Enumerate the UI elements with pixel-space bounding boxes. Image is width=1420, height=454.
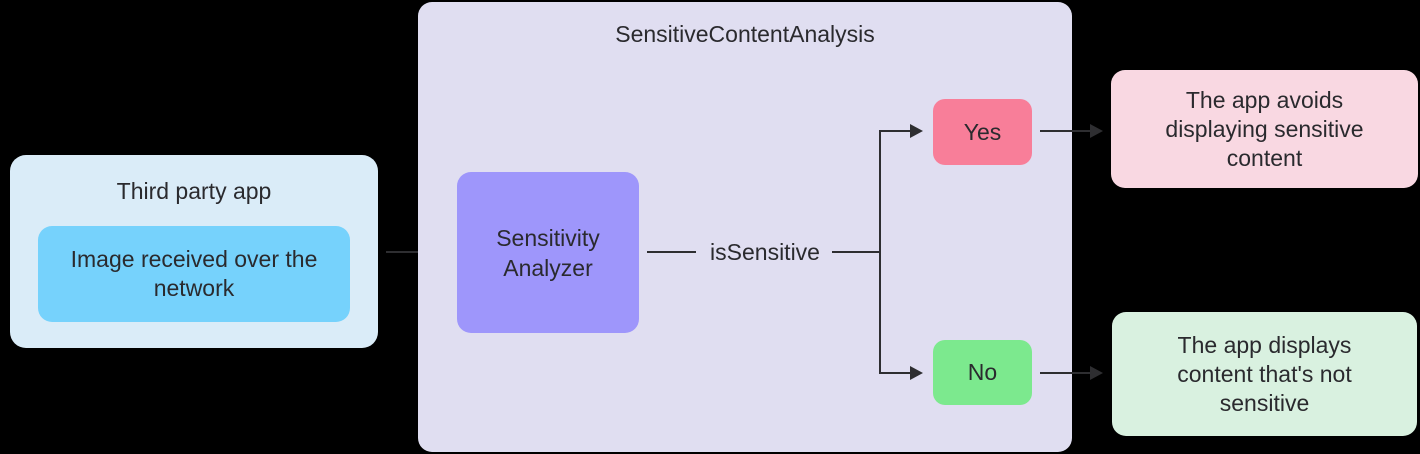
sensitivity-analyzer-label: Sensitivity Analyzer [496, 224, 600, 281]
no-to-outcome-line [1040, 371, 1090, 375]
yes-to-outcome-line [1040, 129, 1090, 133]
branch-to-no-arrow-icon [910, 366, 923, 380]
outcome-not-sensitive-box: The app displays content that's not sens… [1112, 312, 1417, 436]
yes-label: Yes [963, 118, 1002, 145]
image-received-label: Image received over the network [70, 246, 318, 301]
outcome-sensitive-label: The app avoids displaying sensitive cont… [1165, 86, 1364, 171]
branch-vertical-line [878, 129, 882, 375]
label-to-branch-line [832, 250, 880, 254]
branch-to-no-line [879, 371, 910, 375]
analyzer-to-label-line [647, 250, 696, 254]
third-party-app-box: Third party app Image received over the … [10, 155, 378, 348]
outcome-not-sensitive-label: The app displays content that's not sens… [1177, 331, 1352, 416]
image-received-box: Image received over the network [38, 226, 350, 322]
no-label: No [967, 359, 998, 385]
yes-to-outcome-arrow-icon [1090, 124, 1103, 138]
no-to-outcome-arrow-icon [1090, 366, 1103, 380]
sensitive-content-analysis-title: SensitiveContentAnalysis [615, 21, 875, 47]
issensitive-label: isSensitive [710, 239, 820, 265]
branch-to-yes-arrow-icon [910, 124, 923, 138]
app-to-analyzer-line [386, 250, 437, 254]
no-box: No [933, 340, 1032, 405]
yes-box: Yes [933, 99, 1032, 165]
outcome-sensitive-box: The app avoids displaying sensitive cont… [1111, 70, 1418, 188]
branch-to-yes-line [879, 129, 910, 133]
third-party-app-label: Third party app [116, 178, 272, 204]
sensitivity-analyzer-box: Sensitivity Analyzer [457, 172, 639, 333]
